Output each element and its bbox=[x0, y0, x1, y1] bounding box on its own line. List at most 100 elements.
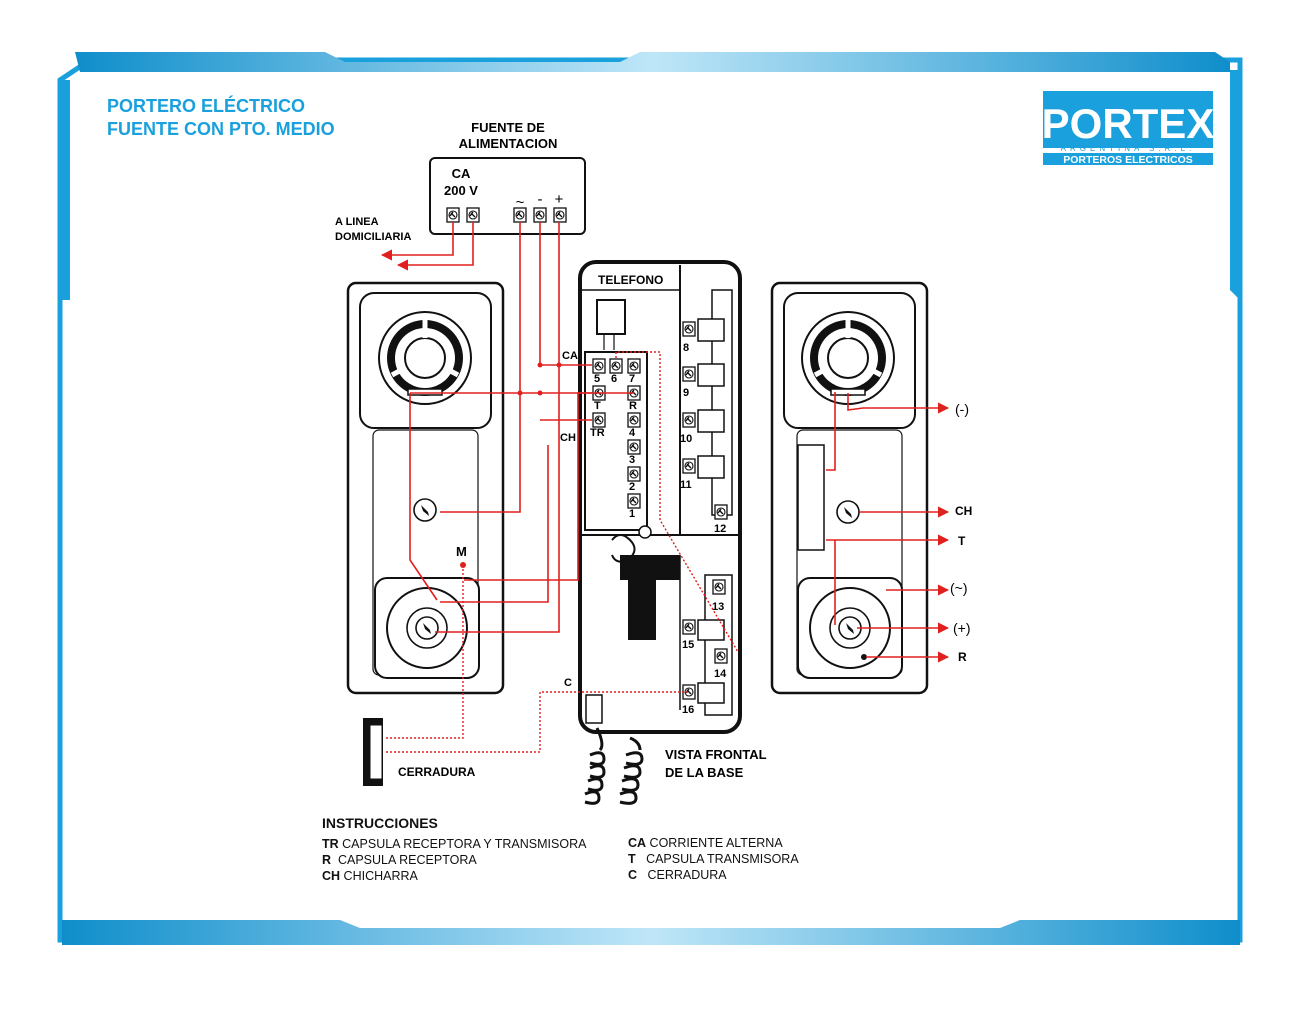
label-ca-base: CA bbox=[562, 350, 578, 362]
code: TR bbox=[322, 837, 339, 851]
supply-plus: + bbox=[555, 191, 564, 208]
terminal-label-6: 6 bbox=[611, 373, 617, 385]
view-label-2: DE LA BASE bbox=[665, 765, 744, 780]
text: CHICHARRA bbox=[343, 869, 418, 883]
label-c: C bbox=[564, 677, 572, 689]
right-panel-outputs: (-) CH T (~) (+) R bbox=[950, 401, 972, 664]
blue-frame bbox=[57, 52, 1243, 945]
supply-terminal-plus bbox=[553, 207, 567, 223]
terminal-7 bbox=[627, 358, 641, 374]
terminal-9 bbox=[682, 366, 696, 382]
terminal-label-15: 15 bbox=[682, 639, 694, 651]
out-plus: (+) bbox=[953, 620, 971, 636]
terminal-10 bbox=[682, 412, 696, 428]
terminal-2 bbox=[627, 466, 641, 482]
terminal-12 bbox=[714, 504, 728, 520]
terminal-label-12: 12 bbox=[714, 523, 726, 535]
text: CAPSULA RECEPTORA Y TRANSMISORA bbox=[342, 837, 587, 851]
out-ch: CH bbox=[955, 504, 972, 518]
terminal-label-11: 11 bbox=[680, 479, 692, 491]
page-title-line1: PORTERO ELÉCTRICO bbox=[107, 96, 306, 116]
text: CORRIENTE ALTERNA bbox=[649, 836, 783, 850]
view-label-1: VISTA FRONTAL bbox=[665, 747, 767, 762]
connection-dots bbox=[460, 362, 562, 568]
terminal-label-13: 13 bbox=[712, 601, 724, 613]
page-title-line2: FUENTE CON PTO. MEDIO bbox=[107, 119, 335, 139]
text: CAPSULA RECEPTORA bbox=[337, 853, 477, 867]
terminal-15 bbox=[682, 619, 696, 635]
instruction-right-1: CA CORRIENTE ALTERNA bbox=[628, 836, 783, 850]
terminal-16 bbox=[682, 684, 696, 700]
left-panel-screw-bottom bbox=[415, 616, 439, 640]
terminal-label-14: 14 bbox=[714, 668, 727, 680]
terminal-11 bbox=[682, 458, 696, 474]
terminal-13 bbox=[712, 579, 726, 595]
terminal-label-10: 10 bbox=[680, 433, 692, 445]
right-panel-screw-top bbox=[836, 500, 860, 524]
instruction-left-3: CH CHICHARRA bbox=[322, 869, 418, 883]
lock-device: CERRADURA bbox=[363, 718, 476, 786]
logo-sub: ARGENTINA S.R.L. bbox=[1061, 144, 1196, 153]
supply-tilde: ~ bbox=[516, 194, 525, 211]
terminal-label-1: 1 bbox=[629, 508, 635, 520]
left-panel-screw-top bbox=[413, 498, 437, 522]
instructions-heading: INSTRUCCIONES bbox=[322, 815, 438, 831]
code: R bbox=[322, 853, 332, 867]
label-ch-base: CH bbox=[560, 432, 576, 444]
supply-terminal-minus bbox=[533, 207, 547, 223]
instruction-left-2: R CAPSULA RECEPTORA bbox=[322, 853, 477, 867]
supply-heading-2: ALIMENTACION bbox=[459, 136, 558, 151]
out-t: T bbox=[958, 534, 966, 548]
mains-label-1: A LINEA bbox=[335, 216, 379, 228]
terminal-tr bbox=[592, 412, 606, 428]
logo-tag: PORTEROS ELECTRICOS bbox=[1063, 154, 1193, 166]
code: CH bbox=[322, 869, 341, 883]
terminal-label-t: T bbox=[594, 400, 601, 412]
handset-cord bbox=[584, 727, 644, 805]
terminal-1 bbox=[627, 493, 641, 509]
supply-terminal-ca1 bbox=[446, 207, 460, 223]
terminal-8 bbox=[682, 321, 696, 337]
terminal-label-5: 5 bbox=[594, 373, 600, 385]
terminal-4 bbox=[627, 412, 641, 428]
code: C bbox=[628, 868, 638, 882]
wiring bbox=[380, 222, 950, 663]
out-tilde: (~) bbox=[950, 580, 968, 596]
terminal-label-3: 3 bbox=[629, 454, 635, 466]
terminal-14 bbox=[714, 648, 728, 664]
terminal-label-16: 16 bbox=[682, 704, 694, 716]
label-m: M bbox=[456, 544, 467, 559]
out-r: R bbox=[958, 650, 967, 664]
terminal-label-7: 7 bbox=[629, 373, 635, 385]
label-telefono: TELEFONO bbox=[598, 273, 663, 287]
supply-terminal-tilde bbox=[513, 207, 527, 223]
lock-label: CERRADURA bbox=[398, 765, 476, 779]
code: CA bbox=[628, 836, 647, 850]
right-door-panel bbox=[770, 281, 929, 695]
supply-heading-1: FUENTE DE bbox=[471, 120, 545, 135]
terminal-6 bbox=[609, 358, 623, 374]
terminal-label-r: R bbox=[629, 400, 637, 412]
wiring-dotted bbox=[386, 351, 739, 753]
left-door-panel: M bbox=[346, 281, 505, 695]
terminal-label-4: 4 bbox=[629, 427, 636, 439]
power-supply: FUENTE DE ALIMENTACION CA 200 V ~ - + A … bbox=[335, 120, 586, 243]
logo-brand: PORTEX bbox=[1042, 100, 1215, 147]
terminal-5 bbox=[592, 358, 606, 374]
portex-logo: PORTEX ARGENTINA S.R.L. PORTEROS ELECTRI… bbox=[1042, 91, 1215, 166]
out-minus: (-) bbox=[955, 401, 969, 417]
text: CAPSULA TRANSMISORA bbox=[646, 852, 799, 866]
mains-label-2: DOMICILIARIA bbox=[335, 231, 411, 243]
terminal-label-tr: TR bbox=[590, 427, 605, 439]
instruction-left-1: TR CAPSULA RECEPTORA Y TRANSMISORA bbox=[322, 837, 586, 851]
instruction-right-3: C CERRADURA bbox=[628, 868, 727, 882]
supply-terminal-ca2 bbox=[466, 207, 480, 223]
code: T bbox=[628, 852, 636, 866]
instruction-right-2: T CAPSULA TRANSMISORA bbox=[628, 852, 799, 866]
text: CERRADURA bbox=[647, 868, 727, 882]
terminal-3 bbox=[627, 439, 641, 455]
terminal-label-8: 8 bbox=[683, 342, 689, 354]
supply-minus: - bbox=[538, 191, 543, 208]
terminal-label-9: 9 bbox=[683, 387, 689, 399]
